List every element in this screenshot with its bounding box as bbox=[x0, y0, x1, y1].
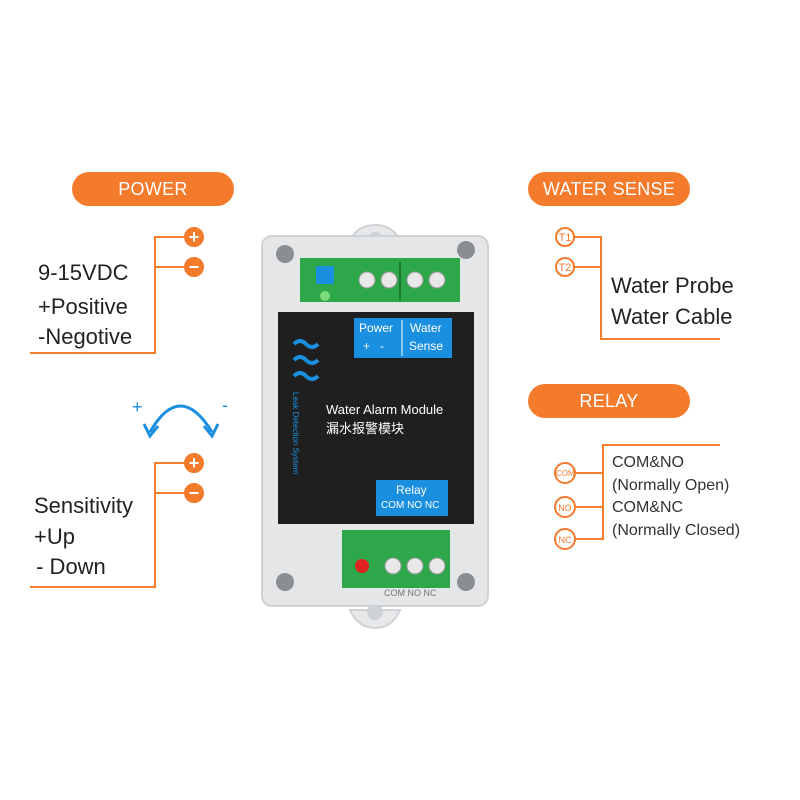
relay-line-4: (Normally Closed) bbox=[612, 522, 741, 539]
sensitivity-line-1: Sensitivity bbox=[34, 493, 134, 518]
t1-badge: T1 bbox=[555, 227, 575, 247]
terminal-pin-labels: COM NO NC bbox=[384, 588, 437, 598]
relay-line-3: COM&NC bbox=[612, 499, 684, 516]
relay-com-badge: COM bbox=[554, 462, 576, 484]
bottom-mount-hole bbox=[367, 604, 383, 620]
relay-nc-badge: NC bbox=[554, 528, 576, 550]
relay-line-2: (Normally Open) bbox=[612, 477, 730, 494]
relay-line-1: COM&NO bbox=[612, 454, 684, 471]
power-minus-badge: − bbox=[184, 257, 204, 277]
wave-logo-2 bbox=[292, 355, 320, 365]
water-sense-line-2: Water Cable bbox=[611, 304, 733, 329]
module-title-en: Water Alarm Module bbox=[326, 402, 444, 417]
module-sense-label: Sense bbox=[409, 339, 444, 353]
relay-screw-no bbox=[406, 557, 424, 575]
relay-label: RELAY bbox=[528, 384, 690, 418]
sensitivity-knob bbox=[316, 266, 334, 284]
arc-minus-sign: - bbox=[222, 395, 228, 415]
terminal-screw-3 bbox=[406, 271, 424, 289]
arc-arrow-right bbox=[202, 423, 220, 439]
module-power-pins: + - bbox=[363, 339, 385, 353]
power-water-label-box bbox=[354, 318, 452, 358]
relay-screw-com bbox=[384, 557, 402, 575]
power-line-2: +Positive bbox=[38, 294, 128, 319]
water-sense-line-1: Water Probe bbox=[611, 273, 734, 298]
module-water-label: Water bbox=[410, 321, 442, 335]
power-label: POWER bbox=[72, 172, 234, 206]
screw-top-right bbox=[457, 241, 475, 259]
module-power-label: Power bbox=[359, 321, 394, 335]
arc-plus-sign: + bbox=[132, 397, 143, 417]
wave-logo-3 bbox=[292, 371, 320, 381]
power-led bbox=[320, 291, 330, 301]
power-line-3: -Negotive bbox=[38, 324, 133, 349]
terminal-screw-2 bbox=[380, 271, 398, 289]
terminal-screw-1 bbox=[358, 271, 376, 289]
arc-arrow-left bbox=[142, 423, 160, 439]
module-relay-pins: COM NO NC bbox=[381, 500, 440, 511]
module-title-cn: 漏水报警模块 bbox=[326, 421, 405, 436]
sensitivity-line-3: - Down bbox=[30, 554, 106, 579]
wave-logo-1 bbox=[292, 339, 320, 349]
relay-screw-nc bbox=[428, 557, 446, 575]
relay-no-badge: NO bbox=[554, 496, 576, 518]
water-sense-label: WATER SENSE bbox=[528, 172, 690, 206]
sensitivity-arc bbox=[148, 404, 214, 433]
screw-bottom-left bbox=[276, 573, 294, 591]
sensitivity-plus-badge: + bbox=[184, 453, 204, 473]
module-brand: Leak Detection System bbox=[291, 392, 300, 475]
relay-label-box bbox=[376, 480, 448, 516]
relay-led bbox=[355, 559, 369, 573]
screw-bottom-right bbox=[457, 573, 475, 591]
screw-top-left bbox=[276, 245, 294, 263]
terminal-screw-4 bbox=[428, 271, 446, 289]
power-line-1: 9-15VDC bbox=[38, 260, 129, 285]
power-plus-badge: + bbox=[184, 227, 204, 247]
sensitivity-minus-badge: − bbox=[184, 483, 204, 503]
module-relay-label: Relay bbox=[396, 483, 427, 497]
t2-badge: T2 bbox=[555, 257, 575, 277]
sensitivity-line-2: +Up bbox=[34, 524, 75, 549]
